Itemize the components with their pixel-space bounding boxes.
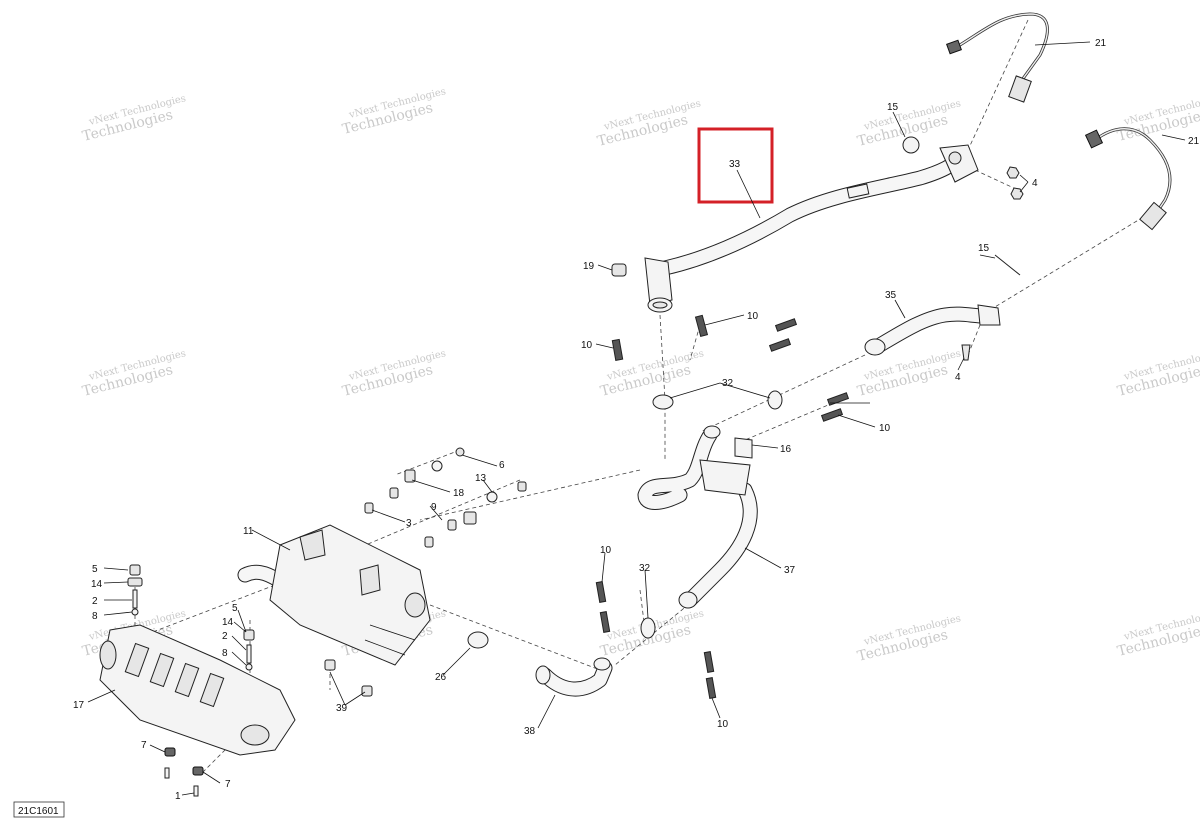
clamp-26 <box>467 631 489 649</box>
callout-2: 2 <box>222 631 228 642</box>
callout-37: 37 <box>784 565 796 576</box>
header-pipe-33 <box>644 144 979 313</box>
callout-32: 32 <box>722 378 734 389</box>
gasket-32 <box>652 394 674 410</box>
callout-14: 14 <box>222 617 234 628</box>
muffler-11 <box>237 524 431 666</box>
callout-8: 8 <box>222 648 228 659</box>
header-pipe-35 <box>864 254 1021 361</box>
callout-3: 3 <box>406 518 412 529</box>
callout-17: 17 <box>73 700 85 711</box>
gasket-32-lower <box>640 617 656 639</box>
bushing-19 <box>611 263 627 277</box>
callout-11: 11 <box>243 526 254 537</box>
callout-33: 33 <box>729 159 741 170</box>
callout-8: 8 <box>92 611 98 622</box>
elbow-pipe-38 <box>535 657 613 697</box>
callout-10: 10 <box>717 719 729 730</box>
gasket-32 <box>767 390 783 410</box>
callout-32: 32 <box>639 563 651 574</box>
callout-21: 21 <box>1188 136 1200 147</box>
y-pipe-37 <box>637 425 758 609</box>
callout-16: 16 <box>780 444 792 455</box>
callout-7: 7 <box>141 740 147 751</box>
callout-10: 10 <box>879 423 891 434</box>
gasket-ring-15 <box>902 136 920 154</box>
callout-19: 19 <box>583 261 595 272</box>
nut-4 <box>1006 166 1020 179</box>
callout-35: 35 <box>885 290 897 301</box>
leader-lines <box>87 41 1186 796</box>
callout-1: 1 <box>175 791 181 802</box>
diagram-code: 21C1601 <box>18 806 59 817</box>
callout-5: 5 <box>232 603 238 614</box>
callout-15: 15 <box>887 102 899 113</box>
heat-shield-17 <box>99 624 296 756</box>
callout-4: 4 <box>1032 178 1038 189</box>
springs <box>595 314 850 699</box>
callout-10: 10 <box>600 545 612 556</box>
oxygen-sensor-lower <box>1084 127 1172 231</box>
callout-14: 14 <box>91 579 103 590</box>
callout-15: 15 <box>978 243 990 254</box>
callout-2: 2 <box>92 596 98 607</box>
callout-39: 39 <box>336 703 348 714</box>
callout-7: 7 <box>225 779 231 790</box>
callout-5: 5 <box>92 564 98 575</box>
hardware <box>127 447 527 797</box>
highlight-box <box>697 127 774 204</box>
callout-9: 9 <box>431 502 437 513</box>
callout-13: 13 <box>475 473 487 484</box>
callout-38: 38 <box>524 726 536 737</box>
nut-4 <box>1010 187 1024 200</box>
callout-6: 6 <box>499 460 505 471</box>
callout-26: 26 <box>435 672 447 683</box>
callout-4: 4 <box>955 372 961 383</box>
callout-10: 10 <box>747 311 759 322</box>
callout-18: 18 <box>453 488 465 499</box>
callout-10: 10 <box>581 340 593 351</box>
callout-21: 21 <box>1095 38 1107 49</box>
oxygen-sensor-upper <box>946 12 1049 103</box>
diagram-code-box: 21C1601 <box>13 801 65 818</box>
callouts: 21 21 15 15 4 4 33 19 10 10 10 10 10 35 … <box>73 38 1200 802</box>
